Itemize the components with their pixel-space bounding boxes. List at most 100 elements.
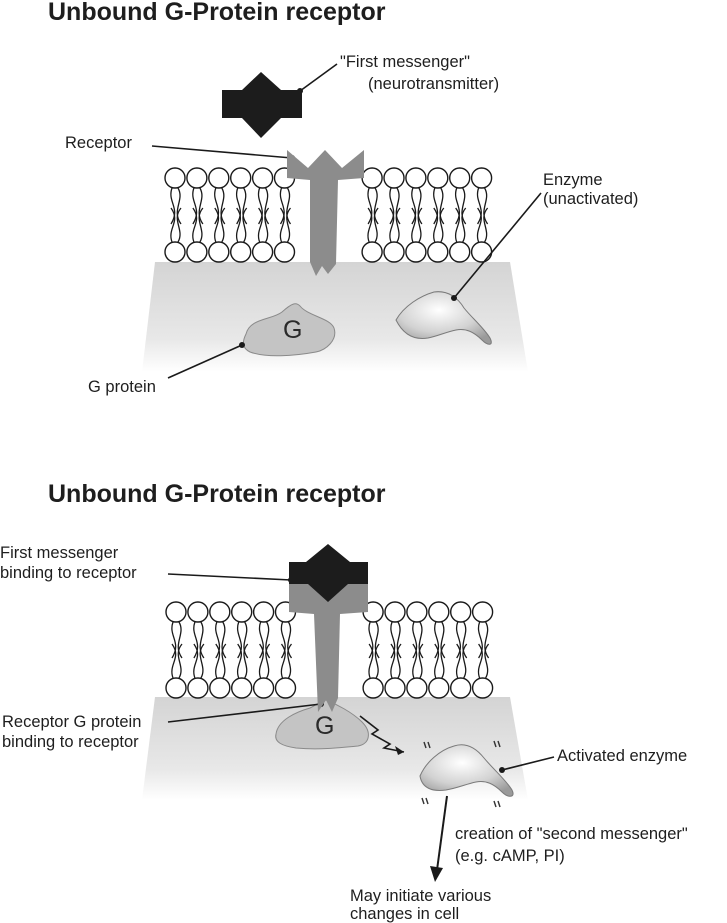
top-g-protein-label: G protein — [88, 378, 156, 396]
top-first-messenger — [222, 72, 302, 138]
lipid-head — [406, 677, 428, 699]
bottom-activated-enzyme-dot — [499, 767, 505, 773]
lipid-head — [229, 241, 252, 263]
lipid-head — [471, 601, 494, 623]
top-receptor-leader — [151, 145, 293, 159]
lipid-head — [187, 601, 209, 623]
lipid-head — [428, 677, 450, 699]
lipid-tail — [170, 207, 182, 243]
lipid-tail — [214, 207, 226, 243]
lipid-head — [362, 677, 384, 699]
lipid-head — [186, 241, 208, 263]
bottom-receptor-g-sublabel: binding to receptor — [2, 733, 139, 751]
lipid-tail — [193, 621, 205, 659]
lipid-tail — [411, 187, 423, 225]
lipid-head — [449, 167, 471, 189]
lipid-head — [361, 167, 383, 189]
lipid-head — [405, 167, 427, 189]
lipid-head — [165, 677, 187, 699]
lipid-head — [449, 241, 471, 263]
lipid-tail — [279, 187, 292, 225]
top-title: Unbound G-Protein receptor — [48, 0, 386, 26]
bottom-receptor-g-label: Receptor G protein — [2, 713, 141, 731]
lipid-head — [406, 601, 428, 623]
lipid-tail — [258, 621, 271, 659]
lipid-tail — [476, 207, 489, 243]
bottom-first-messenger-sublabel: binding to receptor — [0, 564, 137, 582]
bottom-enzyme-activity-marks — [421, 740, 501, 808]
lipid-head — [208, 241, 230, 263]
top-cytoplasm — [142, 262, 528, 372]
lipid-tail — [236, 643, 249, 679]
lipid-head — [187, 677, 209, 699]
lipid-head — [427, 241, 449, 263]
top-panel: Unbound G-Protein receptor G "First mess… — [48, 0, 638, 396]
bottom-initiate-sublabel: changes in cell — [350, 905, 459, 923]
lipid-tail — [192, 187, 204, 225]
bottom-panel: Unbound G-Protein receptor G First messe… — [0, 480, 688, 923]
lipid-head — [405, 241, 427, 263]
lipid-tail — [434, 621, 446, 659]
lipid-tail — [215, 621, 227, 659]
lipid-head — [428, 601, 450, 623]
lipid-head — [251, 241, 274, 263]
lipid-tail — [412, 643, 424, 679]
lipid-tail — [412, 621, 424, 659]
top-g-protein — [242, 303, 336, 357]
lipid-tail — [411, 207, 423, 243]
lipid-tail — [476, 187, 489, 225]
lipid-head — [209, 677, 231, 699]
top-membrane — [164, 167, 493, 263]
lipid-tail — [477, 643, 490, 679]
lipid-tail — [389, 207, 401, 243]
lipid-tail — [235, 207, 248, 243]
lipid-tail — [368, 621, 380, 659]
lipid-tail — [367, 207, 379, 243]
lipid-tail — [214, 187, 226, 225]
lipid-head — [383, 241, 405, 263]
bottom-activated-enzyme-label: Activated enzyme — [557, 747, 687, 765]
lipid-head — [230, 677, 253, 699]
lipid-tail — [389, 187, 401, 225]
lipid-head — [361, 241, 383, 263]
lipid-head — [471, 677, 494, 699]
lipid-tail — [455, 621, 468, 659]
lipid-head — [208, 167, 230, 189]
top-enzyme — [395, 291, 492, 345]
bottom-activation-zap-tip — [395, 746, 404, 755]
lipid-head — [470, 241, 493, 263]
lipid-tail — [477, 621, 490, 659]
lipid-head — [427, 167, 449, 189]
lipid-tail — [236, 621, 249, 659]
lipid-tail — [454, 207, 467, 243]
lipid-head — [252, 601, 275, 623]
top-first-messenger-sublabel: (neurotransmitter) — [368, 75, 499, 93]
lipid-tail — [280, 643, 293, 679]
lipid-head — [164, 167, 186, 189]
top-enzyme-sublabel: (unactivated) — [543, 190, 638, 208]
lipid-head — [229, 167, 252, 189]
bottom-activated-enzyme — [419, 744, 514, 797]
bottom-second-messenger-sublabel: (e.g. cAMP, PI) — [455, 847, 565, 865]
lipid-tail — [171, 621, 183, 659]
bottom-initiate-label: May initiate various — [350, 887, 491, 905]
lipid-head — [450, 601, 472, 623]
bottom-first-messenger-label: First messenger — [0, 544, 119, 562]
lipid-tail — [235, 187, 248, 225]
bottom-receptor — [289, 582, 368, 712]
lipid-head — [252, 677, 275, 699]
lipid-tail — [390, 621, 402, 659]
bottom-g-protein — [275, 699, 369, 750]
lipid-head — [384, 601, 406, 623]
top-receptor — [287, 150, 364, 276]
lipid-head — [209, 601, 231, 623]
lipid-tail — [368, 643, 380, 679]
top-enzyme-dot — [451, 295, 457, 301]
bottom-second-messenger-arrowhead — [430, 866, 443, 882]
bottom-first-messenger-leader — [167, 573, 292, 581]
lipid-tail — [258, 643, 271, 679]
lipid-head — [165, 601, 187, 623]
bottom-membrane — [165, 601, 494, 699]
bottom-second-messenger-arrow — [436, 795, 448, 871]
lipid-head — [251, 167, 274, 189]
